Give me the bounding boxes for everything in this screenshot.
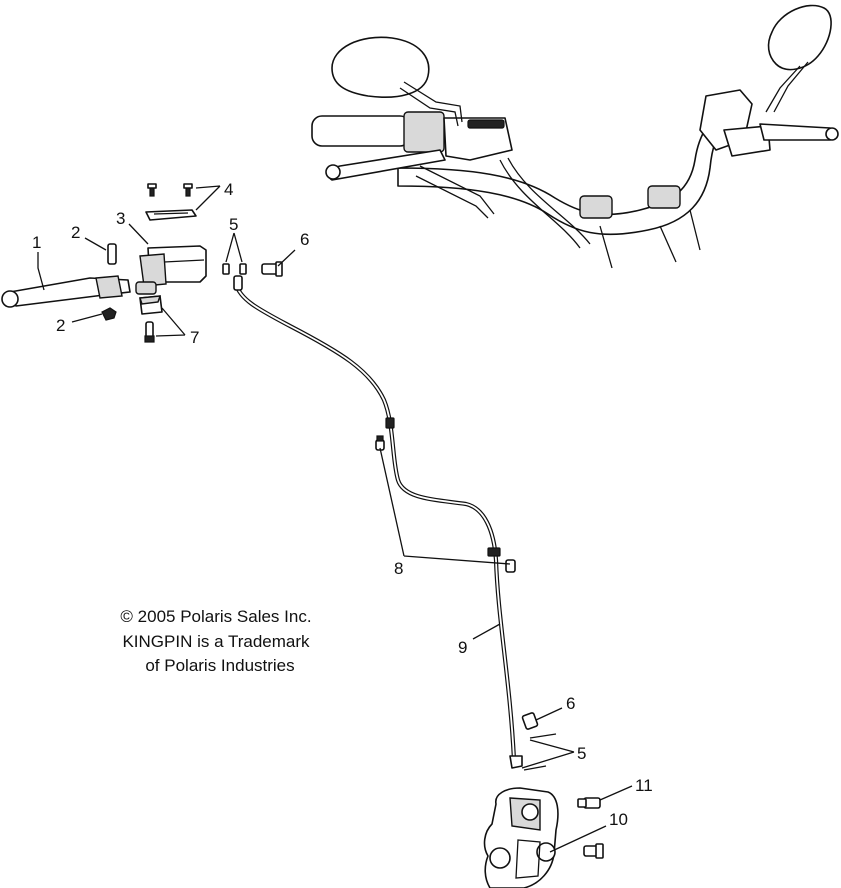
handlebar-clamp-part: [139, 295, 163, 343]
hose-clamp-bolts: [375, 435, 516, 573]
callout-10: 10: [609, 810, 628, 829]
master-cylinder-part: [135, 245, 207, 295]
banjo-bolt-part: [261, 261, 283, 277]
callout-8: 8: [394, 559, 403, 578]
crush-washer-part: [222, 263, 230, 275]
copyright-line-2: KINGPIN is a Trademark: [122, 632, 310, 651]
callout-5-upper: 5: [229, 215, 238, 234]
callout-11: 11: [635, 776, 653, 795]
reservoir-cover-part: [145, 183, 197, 221]
pivot-nut-part: [101, 307, 117, 321]
copyright-line-1: © 2005 Polaris Sales Inc.: [120, 607, 311, 626]
callout-4: 4: [224, 180, 233, 199]
crush-washer-part: [239, 263, 247, 275]
callout-3: 3: [116, 209, 125, 228]
leader-lines: [37, 185, 633, 853]
master-cylinder-parts: [1, 183, 283, 343]
callout-2-pin: 2: [71, 223, 80, 242]
callout-5-lower: 5: [577, 744, 586, 763]
callout-labels: 1 2 2 3 4 5 6 7 8 9 6 5 11 10: [32, 180, 653, 829]
callout-1: 1: [32, 233, 41, 252]
brake-hose-assembly: [233, 275, 523, 769]
pivot-pin-part: [107, 243, 117, 265]
callout-2-nut: 2: [56, 316, 65, 335]
callout-9: 9: [458, 638, 467, 657]
caliper-bolt-lower-part: [583, 843, 604, 859]
copyright-notice: © 2005 Polaris Sales Inc. KINGPIN is a T…: [120, 607, 311, 675]
brake-lever-part: [1, 275, 131, 308]
brake-caliper-part: [483, 787, 559, 888]
caliper-bolt-upper-part: [577, 797, 601, 809]
callout-7: 7: [190, 328, 199, 347]
lower-banjo-bolt-part: [521, 712, 557, 771]
handlebar-assembly: [311, 4, 839, 269]
callout-6-upper: 6: [300, 230, 309, 249]
copyright-line-3: of Polaris Industries: [145, 656, 294, 675]
callout-6-lower: 6: [566, 694, 575, 713]
